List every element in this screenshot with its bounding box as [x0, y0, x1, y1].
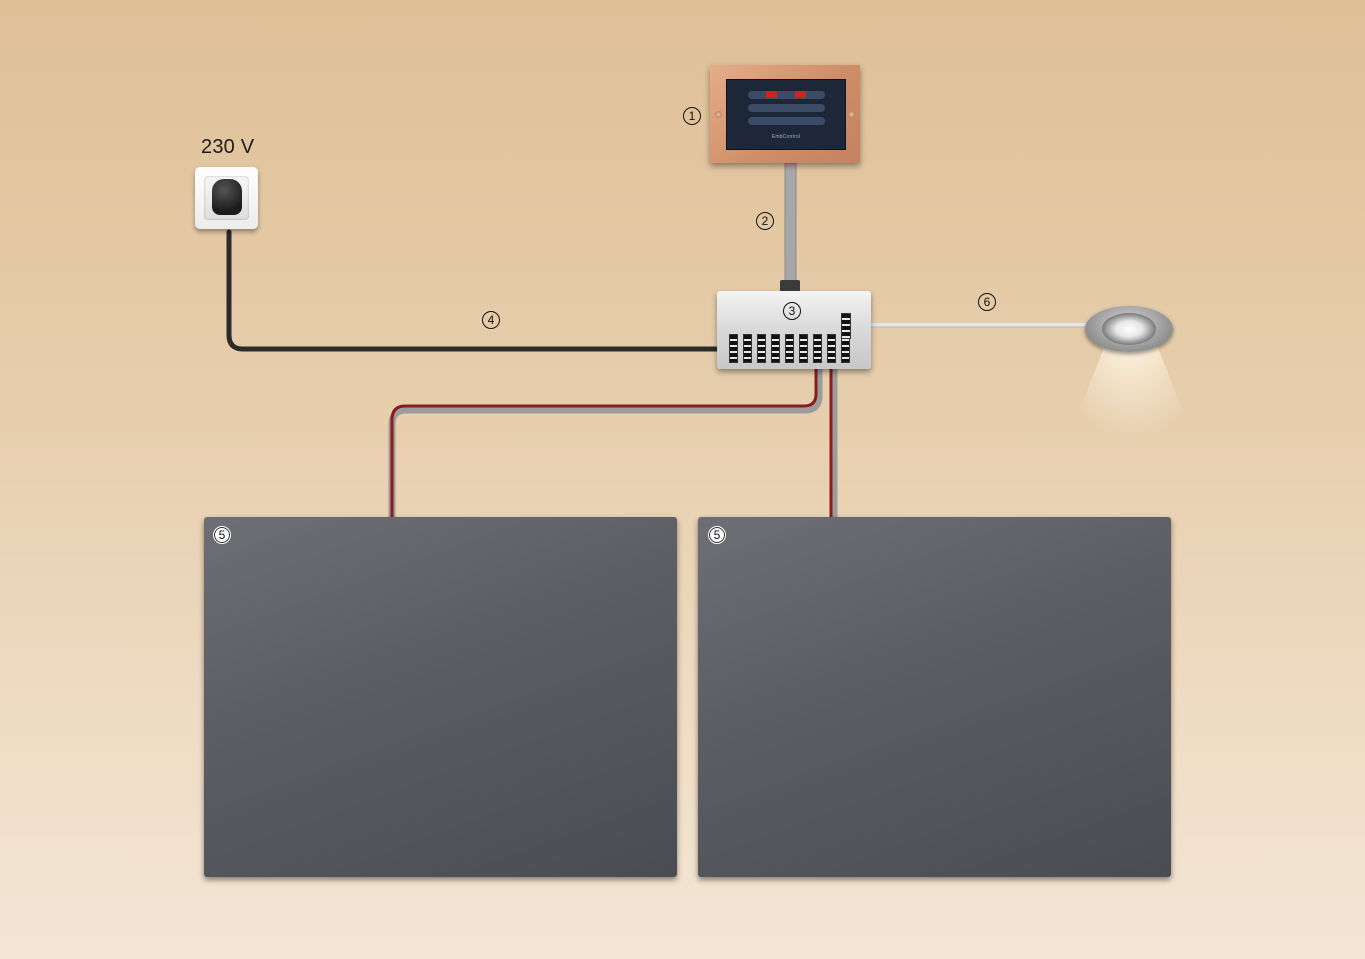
- control-cable: [780, 162, 800, 292]
- spotlight-icon: [1085, 306, 1173, 352]
- junction-box-icon: [717, 291, 871, 369]
- plug-icon: [212, 179, 242, 215]
- heating-panel-icon: [698, 517, 1171, 877]
- callout-power-cable: 4: [482, 311, 500, 329]
- callout-controller: 1: [683, 107, 701, 125]
- callout-junction-box: 3: [783, 302, 801, 320]
- controller-icon: EmbControl: [710, 65, 860, 163]
- wall-socket-icon: [195, 167, 258, 229]
- callout-panel-right: 5: [708, 526, 726, 544]
- power-cable: [226, 229, 727, 352]
- heater-cable-left: [388, 360, 823, 518]
- heating-panel-icon: [204, 517, 677, 877]
- callout-panel-left: 5: [213, 526, 231, 544]
- heater-cable-right: [829, 360, 838, 518]
- controller-display: EmbControl: [726, 79, 846, 150]
- controller-brand: EmbControl: [771, 134, 801, 140]
- callout-lamp-cable: 6: [978, 293, 996, 311]
- callout-control-cable: 2: [756, 212, 774, 230]
- supply-voltage-label: 230 V: [201, 136, 255, 158]
